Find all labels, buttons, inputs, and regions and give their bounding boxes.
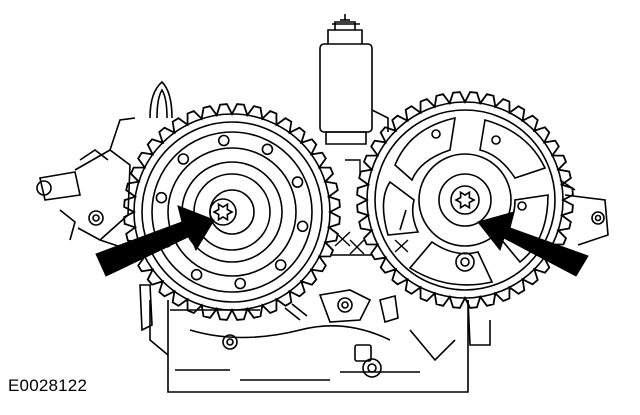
- figure-id-label: E0028122: [8, 376, 88, 395]
- left-accessory: [36, 117, 153, 332]
- right-bracket: [559, 179, 609, 246]
- callout-arrow-icon: [95, 205, 589, 277]
- right-sprocket: [356, 91, 574, 309]
- sprocket-hole: [190, 268, 203, 281]
- engine-housing: [149, 289, 491, 393]
- sprocket-hole: [261, 143, 274, 156]
- sprocket-hole: [218, 134, 230, 147]
- sprocket-hole: [274, 259, 287, 271]
- sprocket-hole: [177, 153, 190, 165]
- lifting-eye: [149, 80, 173, 119]
- torx-bolt-icon: [212, 190, 476, 222]
- timing-marks: [332, 159, 409, 256]
- sprocket-hole: [296, 220, 309, 233]
- sprocket-hole: [155, 191, 168, 204]
- sprocket-hole: [291, 176, 304, 188]
- solenoid-valve: [319, 14, 389, 145]
- sprocket-hole: [234, 277, 246, 290]
- left-sprocket: [123, 103, 341, 321]
